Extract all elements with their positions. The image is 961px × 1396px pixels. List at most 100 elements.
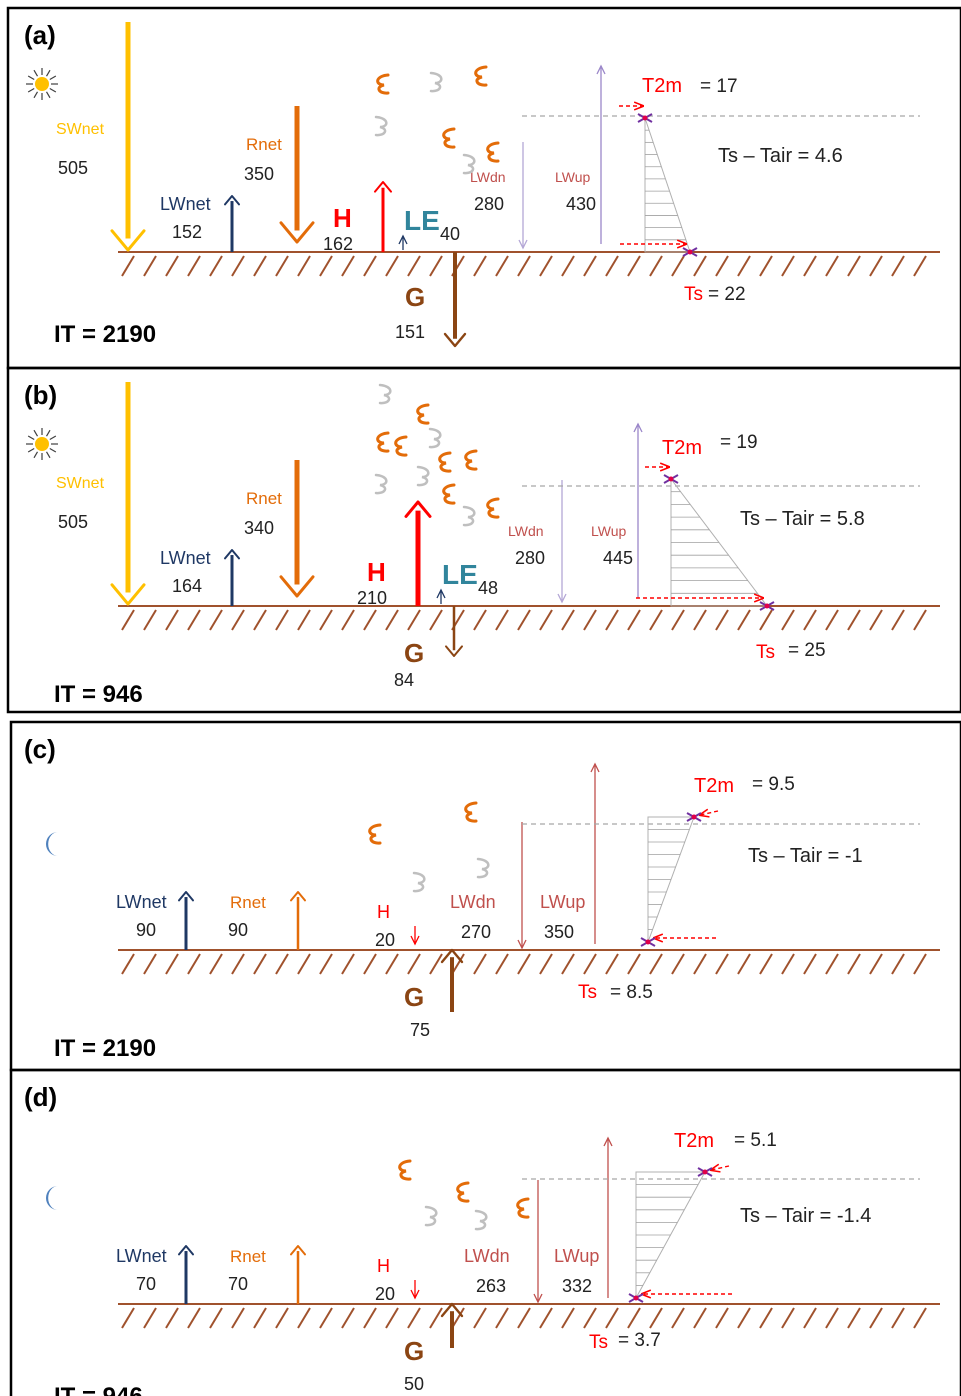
- ground-hatch: [143, 609, 157, 631]
- ground-hatch: [715, 609, 729, 631]
- ground-hatch: [913, 255, 927, 277]
- ground-hatch: [583, 609, 597, 631]
- eddy-icon: [438, 451, 452, 473]
- latent-heat-value: 40: [440, 224, 460, 244]
- ground-hatch: [759, 609, 773, 631]
- rnet-value: 340: [244, 518, 274, 538]
- t2m-label: T2m: [642, 75, 682, 97]
- ground-hatch: [715, 255, 729, 277]
- lwdn-arrow-head: [557, 593, 567, 604]
- rnet-arrow-head: [279, 221, 315, 244]
- lwnet-value: 70: [136, 1274, 156, 1294]
- rnet-arrow: [279, 460, 315, 598]
- ground-hatch: [209, 255, 223, 277]
- ground-hatch: [825, 255, 839, 277]
- ts-label: Ts: [756, 642, 775, 663]
- lwdn-arrow-head: [517, 939, 527, 950]
- ground-hatch: [385, 255, 399, 277]
- ground-heat-arrow: [443, 252, 467, 348]
- swnet-arrow: [110, 22, 146, 252]
- rnet-arrow-head: [290, 1245, 306, 1256]
- ground-hatch: [187, 255, 201, 277]
- lwnet-label: LWnet: [160, 194, 211, 214]
- moon-icon: [46, 832, 58, 856]
- t2m-value: = 5.1: [734, 1130, 777, 1151]
- temperature-marker: [663, 474, 679, 484]
- ground-hatch: [363, 1307, 377, 1329]
- lwup-value: 332: [562, 1276, 592, 1296]
- temperature-marker: [637, 113, 653, 123]
- latent-heat-label: LE: [442, 559, 478, 590]
- ground-hatch: [429, 1307, 443, 1329]
- eddy-icon: [428, 427, 442, 449]
- ground-hatch: [649, 609, 663, 631]
- latent-heat-value: 48: [478, 578, 498, 598]
- rnet-value: 90: [228, 920, 248, 940]
- ts-minus-tair-value: Ts – Tair = -1: [748, 845, 863, 867]
- ground-hatch: [913, 609, 927, 631]
- eddy-icon: [429, 71, 443, 93]
- ground-hatch: [803, 609, 817, 631]
- ground-hatch: [385, 953, 399, 975]
- ground-hatch: [671, 609, 685, 631]
- ground-hatch: [385, 1307, 399, 1329]
- eddy-icon: [486, 141, 500, 163]
- latent-heat-label: LE: [404, 205, 440, 236]
- ground-hatch: [847, 255, 861, 277]
- ground-hatch: [473, 255, 487, 277]
- panel-c: (c)IT = 2190LWnet90Rnet90H20G75LWdn270LW…: [9, 720, 961, 1072]
- ground-hatch: [583, 953, 597, 975]
- ground-hatch: [275, 1307, 289, 1329]
- rnet-arrow-head: [290, 891, 306, 902]
- eddy-icon: [442, 483, 456, 505]
- ground-surface: [118, 605, 940, 631]
- lwnet-label: LWnet: [116, 1246, 167, 1266]
- lwnet-arrow-head: [224, 549, 240, 560]
- ground-hatch: [759, 1307, 773, 1329]
- ground-hatch: [649, 1307, 663, 1329]
- eddy-icon: [416, 403, 430, 425]
- lwdn-arrow-head: [518, 239, 528, 250]
- ground-hatch: [297, 609, 311, 631]
- ground-hatch: [517, 1307, 531, 1329]
- ground-hatch: [407, 255, 421, 277]
- sun-ray: [27, 75, 35, 81]
- lwup-arrow: [596, 64, 606, 244]
- panel-label: (b): [24, 380, 57, 410]
- ground-hatch: [781, 609, 795, 631]
- sun-ray: [45, 429, 51, 437]
- ground-hatch: [759, 255, 773, 277]
- ground-hatch: [759, 953, 773, 975]
- eddy-icon: [486, 497, 500, 519]
- lwnet-arrow: [224, 549, 240, 606]
- ground-hatch: [517, 609, 531, 631]
- eddy-icon: [376, 73, 390, 95]
- ground-hatch: [187, 609, 201, 631]
- lwdn-arrow: [557, 480, 567, 604]
- latent-heat-arrow-head: [398, 234, 408, 245]
- rnet-label: Rnet: [246, 489, 282, 508]
- ground-hatch: [297, 255, 311, 277]
- ground-hatch: [319, 255, 333, 277]
- ground-hatch: [671, 953, 685, 975]
- sun-icon: [26, 428, 58, 460]
- ground-heat-arrow-head: [440, 948, 464, 964]
- ground-hatch: [825, 953, 839, 975]
- swnet-value: 505: [58, 158, 88, 178]
- lwup-arrow: [590, 762, 600, 944]
- ground-hatch: [473, 953, 487, 975]
- sun-ray: [27, 447, 35, 453]
- ground-hatch: [539, 1307, 553, 1329]
- t2m-value: = 9.5: [752, 774, 795, 795]
- ground-hatch: [583, 255, 597, 277]
- panel-label: (a): [24, 20, 56, 50]
- temperature-marker-dot: [764, 603, 770, 609]
- moon-icon: [46, 1186, 58, 1210]
- ground-hatch: [385, 609, 399, 631]
- ground-hatch: [275, 609, 289, 631]
- sun-ray: [49, 87, 57, 93]
- ground-hatch: [143, 1307, 157, 1329]
- ground-hatch: [891, 1307, 905, 1329]
- temperature-marker: [686, 812, 702, 822]
